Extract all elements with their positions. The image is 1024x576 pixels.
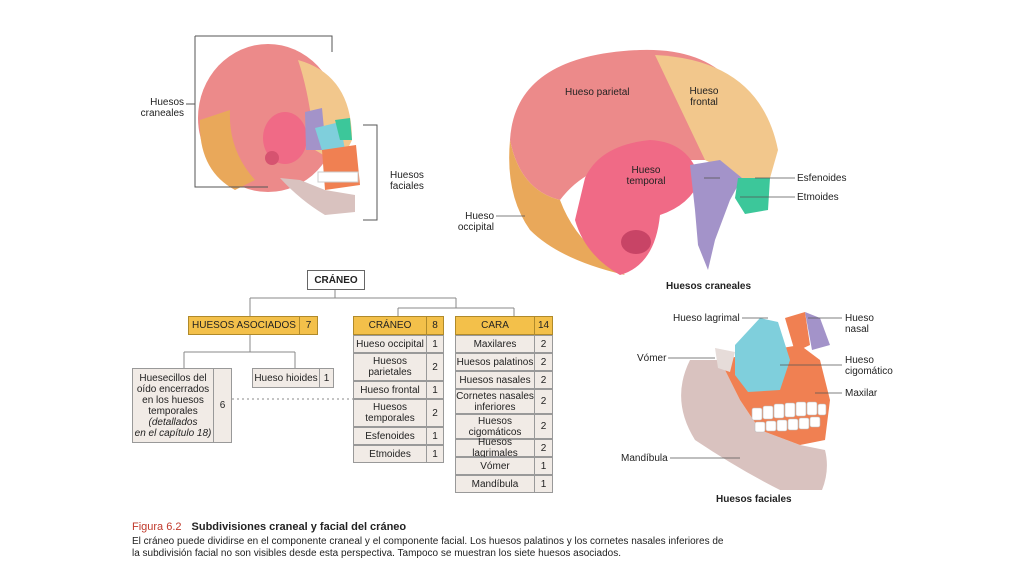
cranium-bone-name: Huesos parietales [353,353,427,381]
cranium-bone-count: 1 [427,381,444,399]
label-zygomatic: Hueso cigomático [845,355,893,377]
hyoid-box: Hueso hioides 1 [252,368,334,388]
face-bone-count: 2 [535,371,553,389]
figure-title: Subdivisiones craneal y facial del cráne… [191,521,407,533]
cranium-bone-name: Esfenoides [353,427,427,445]
label-parietal: Hueso parietal [565,87,630,98]
face-bone-name: Huesos lagrimales [455,437,535,459]
cranium-bone-count: 2 [427,399,444,427]
ossicles-label: Huesecillos del oído encerrados en los h… [136,372,210,417]
face-bone-count: 2 [535,353,553,371]
cranium-bone-name: Hueso frontal [353,381,427,399]
hyoid-count: 1 [320,368,334,388]
face-label: CARA [455,316,535,335]
ossicles-count: 6 [214,368,232,443]
face-bone-count: 2 [535,439,553,457]
figure-number: Figura 6.2 [132,521,182,533]
face-bone-name: Mandíbula [455,475,535,493]
cranial-bones-illustration [509,49,778,275]
cranium-bone-count: 1 [427,427,444,445]
ossicles-note: (detallados en el capítulo 18) [134,416,212,439]
label-cranial-bones-left: Huesos craneales [140,97,184,119]
cranium-bone-name: Hueso occipital [353,335,427,353]
cranium-header: CRÁNEO 8 [353,316,444,335]
left-skull-illustration [198,44,360,215]
cranium-bone-count: 1 [427,445,444,463]
cranium-count: 8 [427,316,444,335]
cranium-bone-name: Etmoides [353,445,427,463]
associated-bones-count: 7 [300,316,318,335]
label-frontal: Hueso frontal [689,86,719,108]
associated-bones-header: HUESOS ASOCIADOS 7 [188,316,318,335]
hyoid-label: Hueso hioides [252,368,320,388]
figure-caption-title: Figura 6.2 Subdivisiones craneal y facial… [132,521,406,533]
face-header: CARA 14 [455,316,553,335]
tree-root-skull: CRÁNEO [307,270,365,290]
label-sphenoid: Esfenoides [797,173,847,184]
cranium-bone-count: 1 [427,335,444,353]
caption-facial-bones: Huesos faciales [716,494,792,505]
label-lacrimal: Hueso lagrimal [673,313,740,324]
face-bone-count: 2 [535,414,553,439]
face-bone-count: 2 [535,389,553,414]
face-count: 14 [535,316,553,335]
cranium-label: CRÁNEO [353,316,427,335]
face-bone-count: 2 [535,335,553,353]
label-temporal: Hueso temporal [626,165,666,187]
label-nasal: Hueso nasal [845,313,874,335]
ossicles-box: Huesecillos del oído encerrados en los h… [132,368,232,443]
facial-bones-illustration [681,312,830,490]
label-maxilla: Maxilar [845,388,878,399]
face-bone-count: 1 [535,475,553,493]
face-bone-count: 1 [535,457,553,475]
face-bone-name: Huesos nasales [455,371,535,389]
caption-cranial-bones: Huesos craneales [666,281,752,292]
face-bone-name: Cornetes nasales inferiores [455,389,535,414]
face-bone-name: Maxilares [455,335,535,353]
associated-bones-label: HUESOS ASOCIADOS [188,316,300,335]
label-facial-bones-left: Huesos faciales [390,170,424,192]
face-bone-name: Huesos cigomáticos [455,414,535,439]
cranium-bone-name: Huesos temporales [353,399,427,427]
label-occipital: Hueso occipital [457,211,494,233]
face-bone-name: Vómer [455,457,535,475]
label-mandible: Mandíbula [621,453,668,464]
cranium-bone-count: 2 [427,353,444,381]
figure-caption-text: El cráneo puede dividirse en el componen… [132,536,724,559]
face-bone-name: Huesos palatinos [455,353,535,371]
label-vomer: Vómer [637,353,667,364]
label-ethmoid: Etmoides [797,192,839,203]
